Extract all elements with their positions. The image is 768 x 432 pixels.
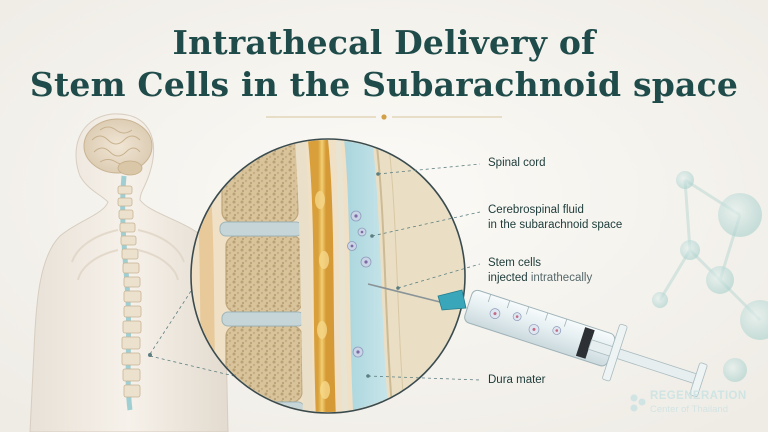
title-line-1: Intrathecal Delivery of xyxy=(172,23,596,62)
stem-line-1: Stem cells xyxy=(488,257,542,269)
stem-line-2a: injected xyxy=(488,272,528,284)
dura-text: Dura mater xyxy=(488,374,546,386)
page-title: Intrathecal Delivery of Stem Cells in th… xyxy=(0,22,768,106)
label-dura-mater: Dura mater xyxy=(488,373,546,388)
brand-subtitle: Center of Thailand xyxy=(650,404,728,415)
title-divider xyxy=(266,114,502,120)
label-csf: Cerebrospinal fluid in the subarachnoid … xyxy=(488,203,622,233)
stem-line-2b: intrathecally xyxy=(527,272,593,284)
label-stem-cells: Stem cells injected intrathecally xyxy=(488,256,592,286)
title-line-2: Stem Cells in the Subarachnoid space xyxy=(29,65,739,104)
brand-logo-icon xyxy=(630,394,646,412)
label-spinal-cord: Spinal cord xyxy=(488,156,546,171)
csf-line-1: Cerebrospinal fluid xyxy=(488,204,584,216)
brand-watermark: REGENERATION Center of Thailand xyxy=(628,388,758,422)
brand-name: REGENERATION xyxy=(650,390,747,402)
stem-line-2: injected intrathecally xyxy=(488,271,592,286)
csf-line-2: in the subarachnoid space xyxy=(488,219,623,231)
spinal-cord-text: Spinal cord xyxy=(488,157,546,169)
